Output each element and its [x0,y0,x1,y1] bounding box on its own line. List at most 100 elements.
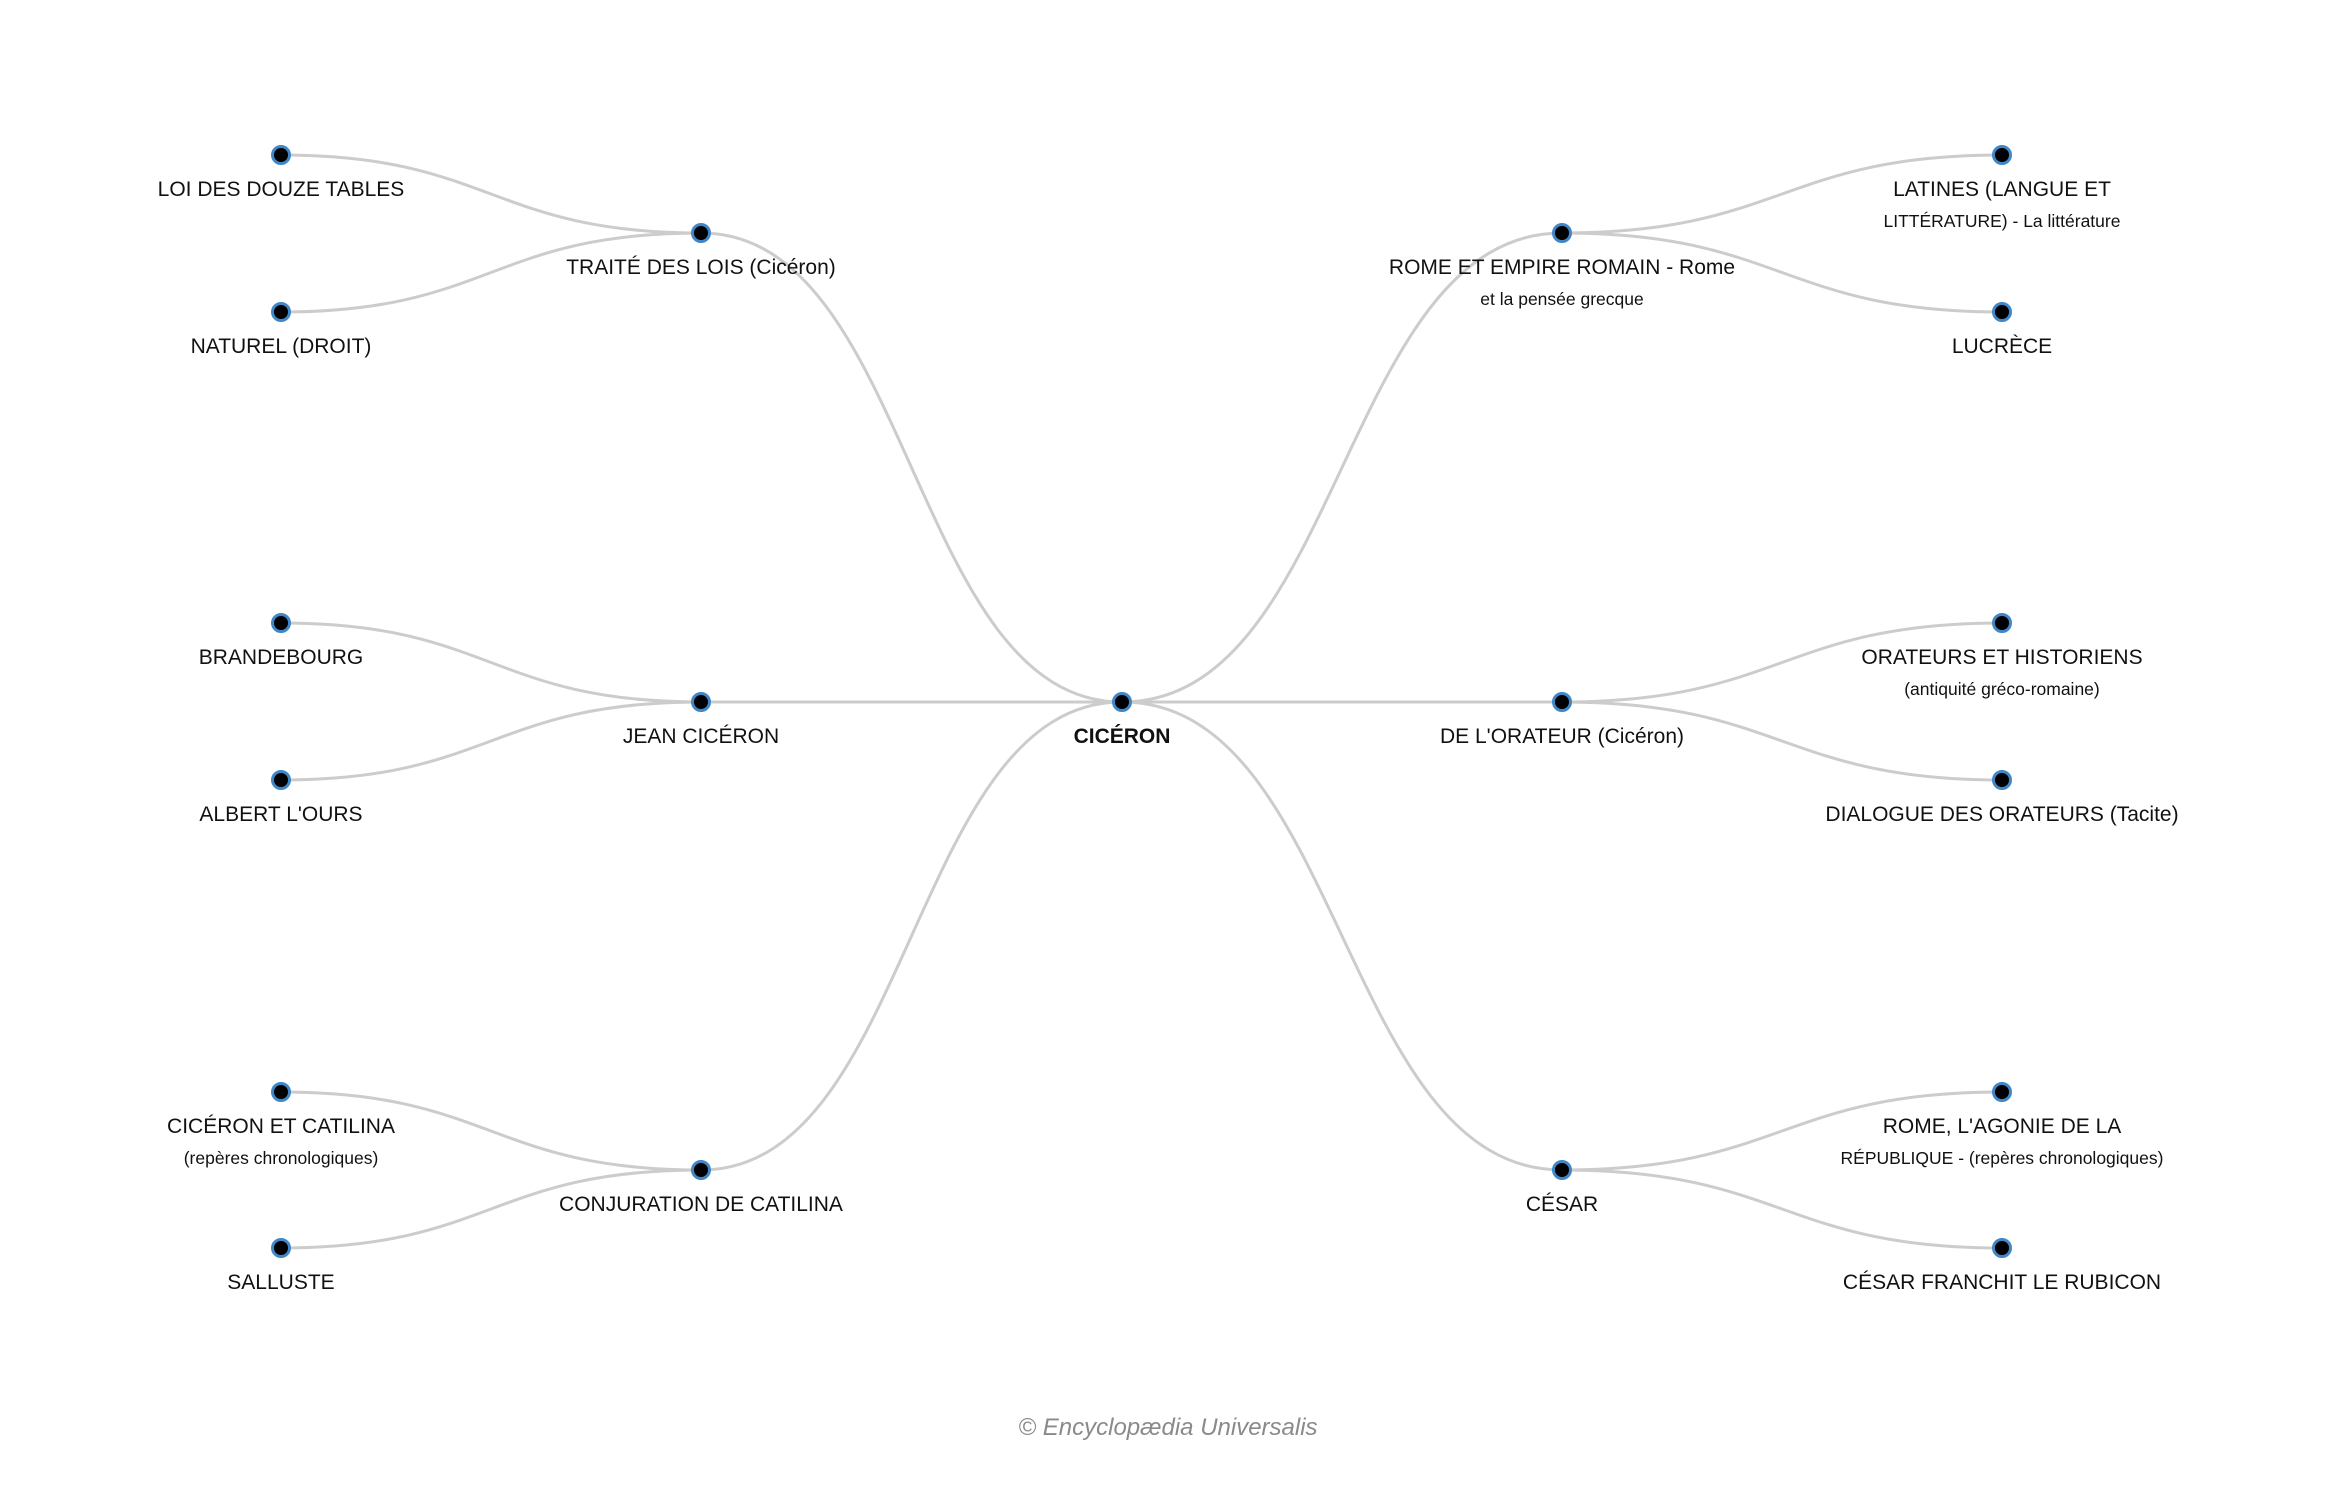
node-ciceron-catilina[interactable]: CICÉRON ET CATILINA (repères chronologiqu… [167,1082,395,1169]
node-cesar-rubicon[interactable]: CÉSAR FRANCHIT LE RUBICON [1843,1238,2161,1295]
nodes-layer: TRAITÉ DES LOIS (Cicéron) JEAN CICÉRON CON… [158,145,2179,1295]
node-label-line: JEAN CICÉRON [623,725,779,748]
node-label-cesar-rubicon[interactable]: CÉSAR FRANCHIT LE RUBICON [1843,1271,2161,1294]
node-brandebourg[interactable]: BRANDEBOURG [199,613,364,670]
node-dot-orateurs-historiens[interactable] [1992,613,2012,633]
node-label-brandebourg[interactable]: BRANDEBOURG [199,646,364,669]
edge-rome-lucrece [1561,231,2003,314]
edge-traite-loi [280,153,702,235]
node-label-latines[interactable]: LATINES (LANGUE ET LITTÉRATURE) - La litt… [1884,178,2121,231]
node-albert[interactable]: ALBERT L'OURS [199,770,363,827]
node-label-line: LOI DES DOUZE TABLES [158,178,405,201]
node-label-line: CÉSAR FRANCHIT LE RUBICON [1843,1271,2161,1294]
edge-rome-latines [1561,153,2003,235]
node-naturel[interactable]: NATUREL (DROIT) [191,302,372,359]
node-label-line: RÉPUBLIQUE - (repères chronologiques) [1841,1148,2164,1168]
node-dot-cesar[interactable] [1552,1160,1572,1180]
node-label-line: ALBERT L'OURS [199,803,362,826]
edge-conjuration-ciceron-catilina [280,1090,702,1172]
node-label-line: LITTÉRATURE) - La littérature [1884,211,2121,231]
node-latines[interactable]: LATINES (LANGUE ET LITTÉRATURE) - La litt… [1884,145,2121,232]
node-label-line: SALLUSTE [227,1271,334,1294]
node-dot-latines[interactable] [1992,145,2012,165]
edge-cesar-cesar-rubicon [1561,1168,2003,1250]
node-dot-ciceron[interactable] [1112,692,1132,712]
node-label-ciceron-catilina[interactable]: CICÉRON ET CATILINA (repères chronologiqu… [167,1115,395,1168]
node-dot-rome[interactable] [1552,223,1572,243]
node-dot-traite[interactable] [691,223,711,243]
node-dot-cesar-rubicon[interactable] [1992,1238,2012,1258]
copyright-notice: © Encyclopædia Universalis [1018,1414,1318,1441]
node-label-jean[interactable]: JEAN CICÉRON [623,725,779,748]
node-dot-ciceron-catilina[interactable] [271,1082,291,1102]
node-label-naturel[interactable]: NATUREL (DROIT) [191,335,372,358]
edge-jean-albert [280,700,702,782]
node-dot-albert[interactable] [271,770,291,790]
node-label-line: BRANDEBOURG [199,646,364,669]
node-label-line: ROME ET EMPIRE ROMAIN - Rome [1389,256,1735,279]
node-orateur[interactable]: DE L'ORATEUR (Cicéron) [1440,692,1684,749]
node-cesar[interactable]: CÉSAR [1526,1160,1598,1217]
node-label-conjuration[interactable]: CONJURATION DE CATILINA [559,1193,843,1216]
node-rome[interactable]: ROME ET EMPIRE ROMAIN - Rome et la pensée… [1389,223,1735,310]
node-label-line: LATINES (LANGUE ET [1893,178,2111,201]
node-loi[interactable]: LOI DES DOUZE TABLES [158,145,405,202]
node-label-line: NATUREL (DROIT) [191,335,372,358]
node-jean[interactable]: JEAN CICÉRON [623,692,779,749]
edge-ciceron-rome [1121,231,1563,704]
node-label-line: CÉSAR [1526,1193,1598,1216]
node-label-line: DIALOGUE DES ORATEURS (Tacite) [1825,803,2178,826]
node-label-salluste[interactable]: SALLUSTE [227,1271,334,1294]
edge-ciceron-traite [700,231,1123,704]
node-label-line: DE L'ORATEUR (Cicéron) [1440,725,1684,748]
edge-ciceron-conjuration [700,700,1123,1172]
node-label-albert[interactable]: ALBERT L'OURS [199,803,362,826]
node-label-traite[interactable]: TRAITÉ DES LOIS (Cicéron) [566,256,836,279]
edge-cesar-rome-agonie [1561,1090,2003,1172]
node-label-loi[interactable]: LOI DES DOUZE TABLES [158,178,405,201]
node-label-ciceron[interactable]: CICÉRON [1074,725,1171,748]
node-label-line: ORATEURS ET HISTORIENS [1861,646,2142,669]
node-rome-agonie[interactable]: ROME, L'AGONIE DE LA RÉPUBLIQUE - (repère… [1841,1082,2164,1169]
node-label-line: ROME, L'AGONIE DE LA [1883,1115,2122,1138]
node-dialogue[interactable]: DIALOGUE DES ORATEURS (Tacite) [1825,770,2179,827]
edge-orateur-dialogue [1561,700,2003,782]
edge-traite-naturel [280,231,702,314]
node-dot-naturel[interactable] [271,302,291,322]
node-label-line: CICÉRON [1074,725,1171,748]
node-label-orateur[interactable]: DE L'ORATEUR (Cicéron) [1440,725,1684,748]
node-dot-salluste[interactable] [271,1238,291,1258]
node-label-rome-agonie[interactable]: ROME, L'AGONIE DE LA RÉPUBLIQUE - (repère… [1841,1115,2164,1168]
node-label-lucrece[interactable]: LUCRÈCE [1952,335,2052,358]
node-label-line: CICÉRON ET CATILINA [167,1115,395,1138]
node-label-line: CONJURATION DE CATILINA [559,1193,843,1216]
node-salluste[interactable]: SALLUSTE [227,1238,335,1295]
node-label-line: (repères chronologiques) [184,1148,379,1168]
node-dot-loi[interactable] [271,145,291,165]
node-dot-rome-agonie[interactable] [1992,1082,2012,1102]
edge-orateur-orateurs-historiens [1561,621,2003,704]
node-label-dialogue[interactable]: DIALOGUE DES ORATEURS (Tacite) [1825,803,2178,826]
node-dot-jean[interactable] [691,692,711,712]
node-dot-orateur[interactable] [1552,692,1572,712]
edges-layer [280,153,2003,1250]
node-dot-dialogue[interactable] [1992,770,2012,790]
node-conjuration[interactable]: CONJURATION DE CATILINA [559,1160,843,1217]
node-ciceron[interactable]: CICÉRON [1074,692,1171,749]
node-orateurs-historiens[interactable]: ORATEURS ET HISTORIENS (antiquité gréco-r… [1861,613,2143,700]
node-dot-lucrece[interactable] [1992,302,2012,322]
edge-ciceron-cesar [1121,700,1563,1172]
node-traite[interactable]: TRAITÉ DES LOIS (Cicéron) [566,223,836,280]
node-label-cesar[interactable]: CÉSAR [1526,1193,1598,1216]
edge-jean-brandebourg [280,621,702,704]
node-dot-conjuration[interactable] [691,1160,711,1180]
node-label-line: TRAITÉ DES LOIS (Cicéron) [566,256,836,279]
node-label-orateurs-historiens[interactable]: ORATEURS ET HISTORIENS (antiquité gréco-r… [1861,646,2142,699]
node-label-line: (antiquité gréco-romaine) [1904,679,2100,699]
node-lucrece[interactable]: LUCRÈCE [1952,302,2052,359]
node-dot-brandebourg[interactable] [271,613,291,633]
node-label-rome[interactable]: ROME ET EMPIRE ROMAIN - Rome et la pensée… [1389,256,1735,309]
node-label-line: et la pensée grecque [1480,289,1643,309]
